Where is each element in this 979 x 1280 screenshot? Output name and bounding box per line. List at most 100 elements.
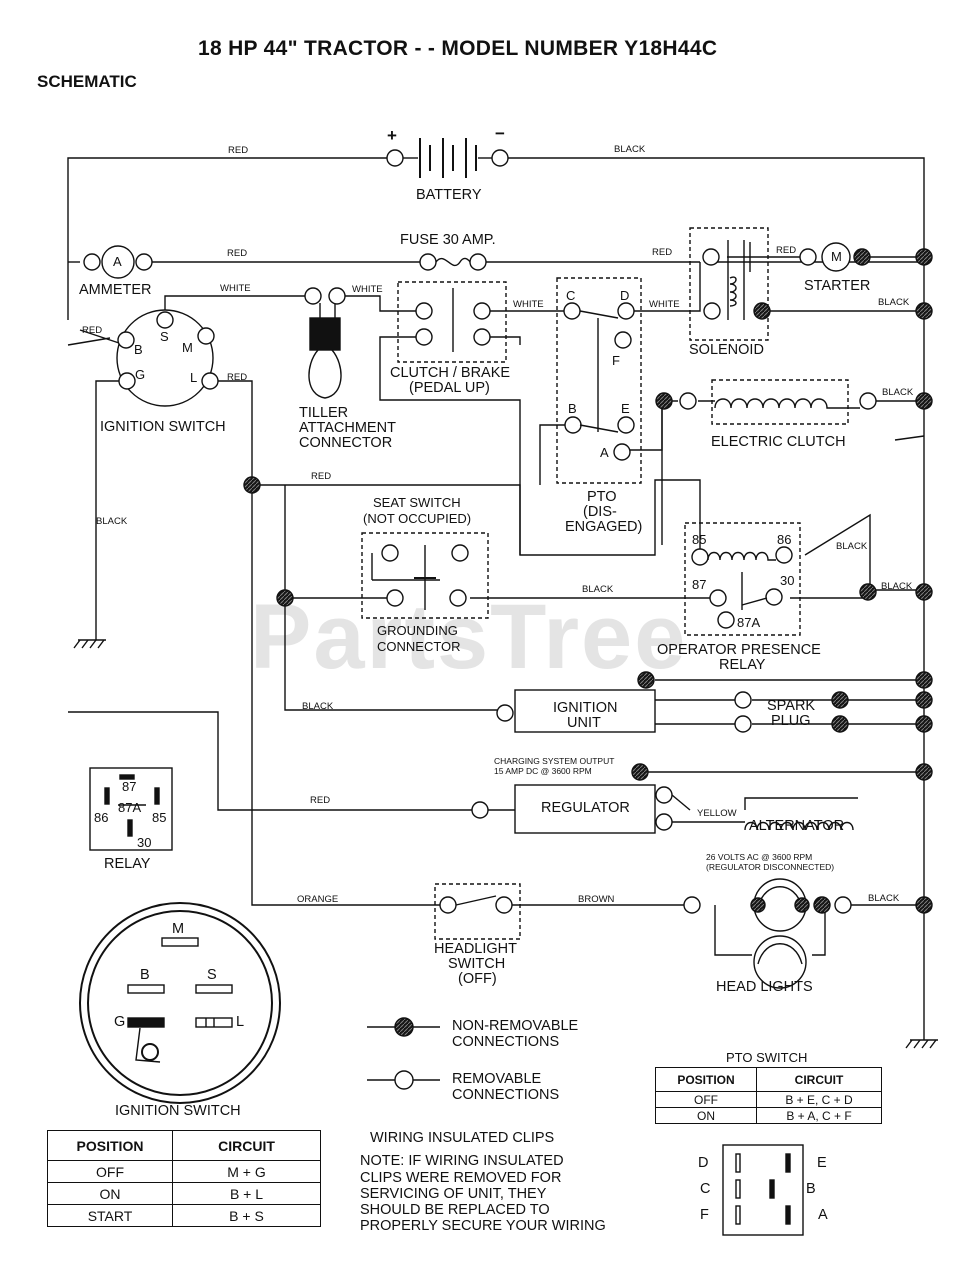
headlight-switch-symbol xyxy=(434,883,521,940)
pto-table-circuit: B + E, C + D xyxy=(756,1091,882,1108)
wires xyxy=(67,157,925,1040)
grounding-label-1: GROUNDING xyxy=(377,623,458,638)
pto-term-f: F xyxy=(612,353,620,368)
ignition-circuit-table: POSITION CIRCUIT OFF M + G ON B + L STAR… xyxy=(47,1130,321,1227)
wire-black-ignition-unit: BLACK xyxy=(302,701,334,712)
fuse-symbol xyxy=(419,253,487,271)
seat-switch-symbol xyxy=(361,532,489,619)
note-line-5: PROPERLY SECURE YOUR WIRING xyxy=(360,1218,606,1234)
wire-black-ground: BLACK xyxy=(96,516,128,527)
note-line-2: CLIPS WERE REMOVED FOR xyxy=(360,1170,562,1186)
wire-red-ammeter: RED xyxy=(227,248,248,259)
ign-term-m: M xyxy=(182,340,193,355)
pto-detail-d: D xyxy=(698,1155,709,1171)
ignition-switch-label: IGNITION SWITCH xyxy=(100,419,226,435)
wire-red-regulator: RED xyxy=(310,795,331,806)
page-title: 18 HP 44" TRACTOR - - MODEL NUMBER Y18H4… xyxy=(198,37,718,60)
pto-table-header-circuit: CIRCUIT xyxy=(756,1067,882,1092)
alternator-note-2: (REGULATOR DISCONNECTED) xyxy=(706,862,835,872)
relay-term-87a: 87A xyxy=(737,615,761,630)
spark-plug-label-1: SPARK xyxy=(767,698,816,714)
ign-term-l: L xyxy=(190,370,198,385)
legend-symbols xyxy=(367,1017,440,1090)
ign-table-circuit: B + L xyxy=(172,1182,321,1205)
relay-detail-86: 86 xyxy=(94,810,109,825)
pto-detail-symbol xyxy=(722,1144,804,1236)
ign-table-circuit: M + G xyxy=(172,1160,321,1183)
wire-red-starter: RED xyxy=(776,245,797,256)
wire-black-solenoid: BLACK xyxy=(878,297,910,308)
wire-black-grounding: BLACK xyxy=(582,584,614,595)
relay-detail-85: 85 xyxy=(152,810,167,825)
tiller-label-2: ATTACHMENT xyxy=(299,420,396,436)
wire-black-relay-86: BLACK xyxy=(836,541,868,552)
legend-removable-2: CONNECTIONS xyxy=(452,1087,560,1103)
pto-label-1: PTO xyxy=(587,489,617,505)
pto-switch-symbol xyxy=(556,277,642,484)
starter-symbol-letter: M xyxy=(831,249,842,264)
pto-term-c: C xyxy=(566,288,576,303)
wire-white-pto: WHITE xyxy=(649,299,680,310)
charging-note-1: CHARGING SYSTEM OUTPUT xyxy=(494,756,615,766)
ign-table-header-position: POSITION xyxy=(47,1130,173,1161)
battery-negative: − xyxy=(495,124,505,143)
clutch-label-2: (PEDAL UP) xyxy=(409,380,490,396)
pto-label-2: (DIS- xyxy=(583,504,617,520)
wire-brown-headlight: BROWN xyxy=(578,894,615,905)
ign-table-header-circuit: CIRCUIT xyxy=(172,1130,321,1161)
alternator-note-1: 26 VOLTS AC @ 3600 RPM xyxy=(706,852,813,862)
ign-detail-m: M xyxy=(172,921,185,937)
relay-detail-30: 30 xyxy=(137,835,152,850)
junction-dots xyxy=(243,248,933,914)
wire-red-seat: RED xyxy=(311,471,332,482)
relay-term-85: 85 xyxy=(692,532,707,547)
opr-relay-label-1: OPERATOR PRESENCE xyxy=(657,642,821,658)
wire-yellow-alternator: YELLOW xyxy=(697,808,737,819)
ign-table-position: OFF xyxy=(47,1160,173,1183)
note-line-1: NOTE: IF WIRING INSULATED xyxy=(360,1153,564,1169)
ign-table-position: ON xyxy=(47,1182,173,1205)
pto-detail-f: F xyxy=(700,1207,709,1223)
electric-clutch-symbol xyxy=(655,379,877,425)
pto-circuit-table: POSITION CIRCUIT OFF B + E, C + D ON B +… xyxy=(655,1067,882,1124)
clutch-label-1: CLUTCH / BRAKE xyxy=(390,365,511,381)
pto-table-caption: PTO SWITCH xyxy=(726,1050,808,1065)
tiller-connector-symbol xyxy=(304,287,346,399)
legend-nonremovable-1: NON-REMOVABLE xyxy=(452,1018,579,1034)
wire-white-tiller: WHITE xyxy=(352,284,383,295)
ign-table-circuit: B + S xyxy=(172,1204,321,1227)
starter-label: STARTER xyxy=(804,278,871,294)
relay-detail-87: 87 xyxy=(122,779,137,794)
pto-detail-c: C xyxy=(700,1181,711,1197)
pto-label-3: ENGAGED) xyxy=(565,519,643,535)
ign-detail-b: B xyxy=(140,967,150,983)
pto-detail-b: B xyxy=(806,1181,816,1197)
battery-label: BATTERY xyxy=(416,187,482,203)
alternator-label: ALTERNATOR xyxy=(749,818,845,834)
ign-detail-g: G xyxy=(114,1014,126,1030)
regulator-symbol xyxy=(471,784,745,834)
legend-removable-1: REMOVABLE xyxy=(452,1071,542,1087)
pto-term-b: B xyxy=(568,401,577,416)
ign-detail-s: S xyxy=(207,967,217,983)
clutch-brake-symbol xyxy=(397,281,507,363)
pto-detail-e: E xyxy=(817,1155,827,1171)
wire-black-battery: BLACK xyxy=(614,144,646,155)
headlight-switch-label-2: SWITCH xyxy=(448,956,506,972)
pto-term-a: A xyxy=(600,445,609,460)
operator-presence-relay-symbol xyxy=(684,522,801,636)
tiller-label-1: TILLER xyxy=(299,405,349,421)
ign-table-position: START xyxy=(47,1204,173,1227)
opr-relay-label-2: RELAY xyxy=(719,657,766,673)
headlights-symbol xyxy=(683,878,852,989)
pto-table-circuit: B + A, C + F xyxy=(756,1107,882,1124)
alternator-symbol xyxy=(744,797,858,831)
starter-symbol xyxy=(799,242,871,272)
wire-white-ignition: WHITE xyxy=(220,283,251,294)
pto-table-header-position: POSITION xyxy=(655,1067,757,1092)
regulator-label: REGULATOR xyxy=(541,800,630,816)
relay-term-30: 30 xyxy=(780,573,795,588)
seat-switch-label-1: SEAT SWITCH xyxy=(373,495,461,510)
